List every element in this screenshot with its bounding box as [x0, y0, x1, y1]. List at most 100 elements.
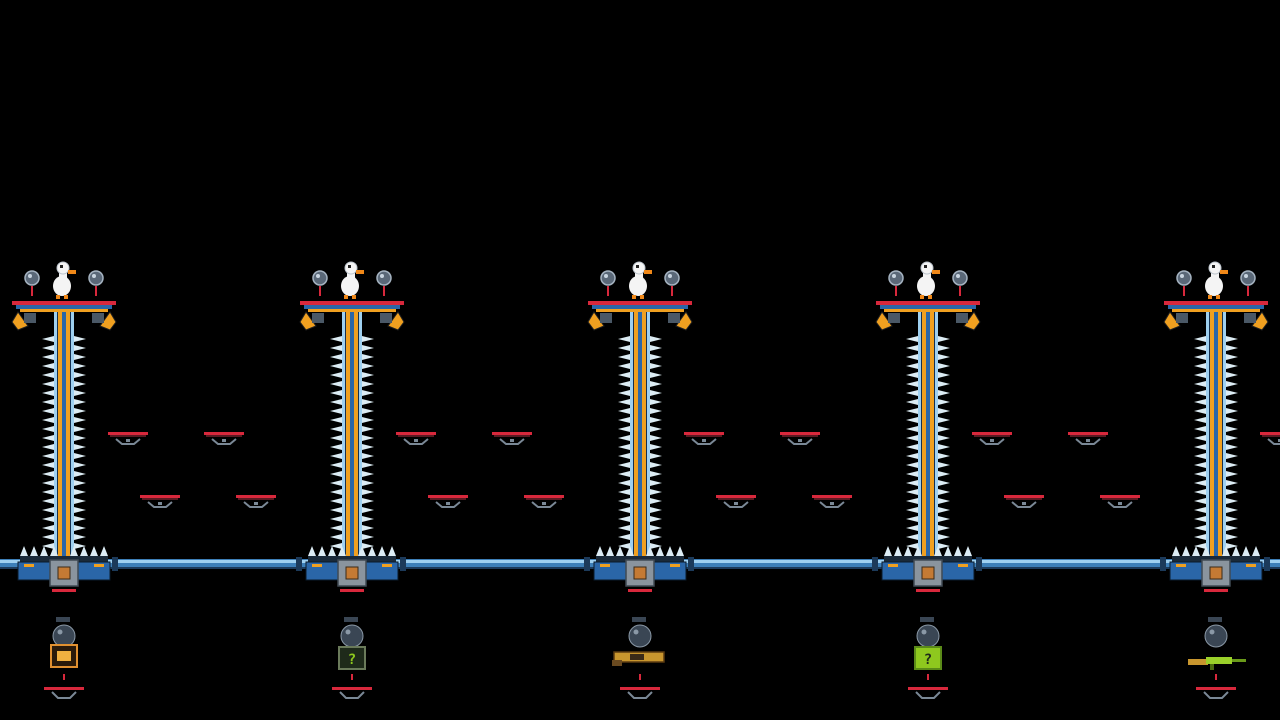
- tower-top-platform: [588, 301, 692, 305]
- base-light: [628, 589, 652, 592]
- spawner-platform: [332, 687, 372, 690]
- base-spike: [40, 546, 48, 556]
- spike-right: [74, 489, 86, 495]
- spike-right: [1226, 498, 1238, 504]
- base-spike: [20, 546, 28, 556]
- base-warning-right: [382, 564, 392, 567]
- base-spike: [50, 546, 58, 556]
- spike-right: [650, 534, 662, 540]
- spike-left: [618, 345, 630, 351]
- spawner-bomb: [1204, 624, 1228, 648]
- base-spike: [616, 546, 624, 556]
- base-warning-left: [1176, 564, 1186, 567]
- orb-stem: [95, 286, 97, 296]
- platform-bolt: [158, 502, 162, 505]
- base-hatch-plate: [921, 566, 935, 580]
- spike-left: [42, 543, 54, 549]
- platform-bolt: [542, 502, 546, 505]
- base-light: [52, 589, 76, 592]
- platform-bolt: [222, 439, 226, 442]
- platform-hanger: [499, 438, 525, 445]
- duck-eye: [60, 265, 63, 268]
- spike-left: [1194, 381, 1206, 387]
- spawner-platform: [44, 687, 84, 690]
- floating-platform-upper: [492, 432, 532, 445]
- spike-left: [618, 507, 630, 513]
- base-spike: [964, 546, 972, 556]
- spike-left: [618, 489, 630, 495]
- duck-beak: [1220, 270, 1228, 274]
- spike-left: [906, 525, 918, 531]
- platform-bolt: [510, 439, 514, 442]
- base-spike: [954, 546, 962, 556]
- spike-left: [906, 489, 918, 495]
- spike-right: [1226, 336, 1238, 342]
- base-spike: [676, 546, 684, 556]
- orb-lamp: [312, 270, 328, 296]
- spike-right: [650, 498, 662, 504]
- spike-right: [74, 381, 86, 387]
- spike-left: [42, 444, 54, 450]
- spike-left: [330, 399, 342, 405]
- floating-platform-upper: [972, 432, 1012, 445]
- platform-top: [1100, 495, 1140, 498]
- base-spike: [1222, 546, 1230, 556]
- platform-edge: [1102, 498, 1138, 500]
- base-spike: [1192, 546, 1200, 556]
- floating-platform-upper: [684, 432, 724, 445]
- spike-left: [618, 381, 630, 387]
- spike-right: [938, 354, 950, 360]
- spike-left: [618, 408, 630, 414]
- spike-left: [906, 417, 918, 423]
- platform-hanger: [1011, 501, 1037, 508]
- base-spike: [368, 546, 376, 556]
- spike-left: [42, 426, 54, 432]
- spike-left: [1194, 534, 1206, 540]
- spike-left: [618, 444, 630, 450]
- platform-edge: [1006, 498, 1042, 500]
- spike-left: [618, 390, 630, 396]
- duck-beak: [356, 270, 364, 274]
- duck-foot-right: [928, 295, 932, 299]
- spawner-stem: [63, 674, 65, 680]
- platform-bolt: [702, 439, 706, 442]
- base-spike: [884, 546, 892, 556]
- tower-2: ?: [299, 261, 405, 699]
- base-spike: [318, 546, 326, 556]
- orb: [888, 270, 904, 286]
- spike-right: [362, 435, 374, 441]
- tower-top-trim: [308, 309, 396, 312]
- spike-right: [362, 525, 374, 531]
- tower-top-trim: [884, 309, 972, 312]
- orb: [1240, 270, 1256, 286]
- spike-right: [74, 390, 86, 396]
- spike-left: [330, 462, 342, 468]
- platform-edge: [206, 435, 242, 437]
- spike-left: [42, 345, 54, 351]
- spike-right: [1226, 354, 1238, 360]
- orb-shine: [1244, 274, 1248, 278]
- pillar-stripe-left: [58, 312, 62, 556]
- base-spike: [308, 546, 316, 556]
- base-spike: [90, 546, 98, 556]
- spike-right: [1226, 372, 1238, 378]
- spike-left: [42, 363, 54, 369]
- spawner-bomb: [916, 624, 940, 648]
- platform-top: [204, 432, 244, 435]
- orb-lamp: [1240, 270, 1256, 296]
- base-warning-left: [24, 564, 34, 567]
- spike-right: [1226, 453, 1238, 459]
- spike-left: [618, 471, 630, 477]
- item-crate: [50, 644, 78, 668]
- spike-left: [906, 408, 918, 414]
- spike-right: [74, 408, 86, 414]
- tower-top-frame: [1168, 305, 1264, 309]
- platform-top: [972, 432, 1012, 435]
- base-spike: [388, 546, 396, 556]
- spike-right: [1226, 390, 1238, 396]
- spike-right: [938, 417, 950, 423]
- spike-left: [42, 408, 54, 414]
- spike-left: [618, 399, 630, 405]
- spike-right: [74, 507, 86, 513]
